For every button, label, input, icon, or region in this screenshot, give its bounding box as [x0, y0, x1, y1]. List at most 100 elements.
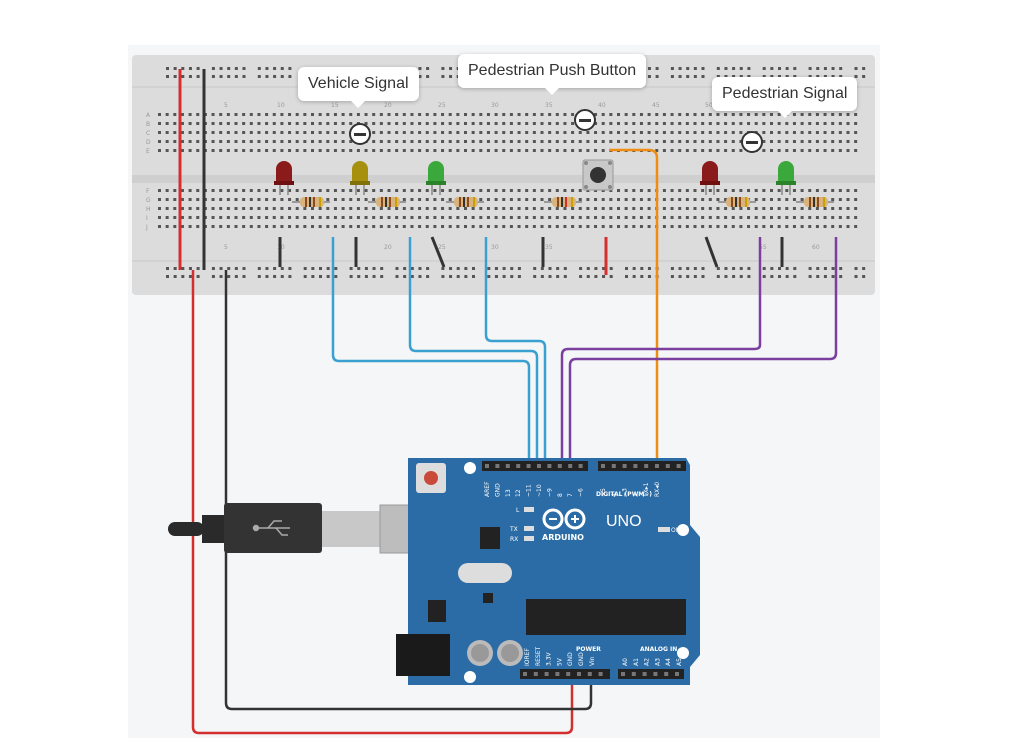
breadboard-hole — [624, 207, 628, 210]
purple-wire-pedestrian-green[interactable] — [568, 237, 838, 467]
breadboard-hole — [555, 113, 559, 116]
breadboard-hole — [563, 113, 567, 116]
blue-wire-vehicle-red[interactable] — [331, 237, 531, 467]
header-pin[interactable] — [555, 672, 560, 676]
breadboard-hole — [395, 207, 399, 210]
ground-jumper-5[interactable] — [704, 236, 719, 268]
breadboard-hole — [257, 275, 261, 278]
header-pin[interactable] — [526, 464, 531, 468]
header-pin[interactable] — [587, 672, 592, 676]
power-pin-label: 5V — [556, 657, 563, 666]
black-gnd-wire[interactable] — [224, 270, 593, 711]
breadboard-hole — [288, 189, 292, 192]
header-pin[interactable] — [601, 464, 605, 468]
resistor-1[interactable] — [292, 197, 330, 207]
vehicle-yellow-led[interactable] — [350, 161, 370, 195]
header-pin[interactable] — [568, 464, 573, 468]
header-pin[interactable] — [557, 464, 562, 468]
breadboard-hole — [295, 207, 299, 210]
power-pin-label: GND — [567, 652, 574, 666]
breadboard-hole — [196, 275, 200, 278]
breadboard-hole — [708, 225, 712, 228]
header-pin[interactable] — [578, 464, 583, 468]
header-pin[interactable] — [495, 464, 500, 468]
header-pin[interactable] — [523, 672, 527, 676]
vehicle-green-led[interactable] — [426, 161, 446, 195]
header-pin[interactable] — [676, 464, 681, 468]
breadboard-hole — [272, 131, 276, 134]
breadboard-hole — [380, 267, 384, 270]
header-pin[interactable] — [655, 464, 659, 468]
blue-wire-vehicle-green[interactable] — [484, 237, 547, 467]
breadboard-hole — [571, 131, 575, 134]
header-pin[interactable] — [544, 672, 549, 676]
header-pin[interactable] — [631, 672, 636, 676]
resistor-6[interactable] — [796, 197, 834, 207]
vehicle-red-led[interactable] — [274, 161, 294, 195]
header-pin[interactable] — [664, 672, 669, 676]
header-pin[interactable] — [621, 672, 625, 676]
header-pin[interactable] — [611, 464, 616, 468]
resistor-3[interactable] — [446, 197, 484, 207]
header-pin[interactable] — [577, 672, 581, 676]
breadboard-hole — [586, 198, 590, 201]
header-pin[interactable] — [485, 464, 489, 468]
header-pin[interactable] — [642, 672, 647, 676]
breadboard-hole — [800, 140, 804, 143]
breadboard-hole — [494, 198, 498, 201]
voltage-regulator — [428, 600, 446, 622]
header-pin[interactable] — [622, 464, 627, 468]
arduino-uno-board[interactable]: L TX RX ON ARDUINO UNO DIGITAL (PWM~) PO… — [396, 458, 700, 685]
reset-button-cap[interactable] — [424, 471, 438, 485]
breadboard-hole — [831, 207, 835, 210]
breadboard-hole — [739, 267, 743, 270]
purple-wire-pedestrian-red[interactable] — [560, 237, 762, 467]
breadboard-hole — [846, 198, 850, 201]
header-pin[interactable] — [653, 672, 658, 676]
breadboard-hole — [617, 113, 620, 116]
resistor-4[interactable] — [544, 197, 582, 207]
header-pin[interactable] — [665, 464, 670, 468]
breadboard-hole — [693, 275, 697, 278]
breadboard-hole — [747, 275, 751, 278]
header-pin[interactable] — [598, 672, 603, 676]
orange-wire-push-button[interactable] — [609, 148, 659, 467]
breadboard-hole — [701, 216, 705, 219]
breadboard-hole — [242, 267, 246, 270]
breadboard-hole — [838, 225, 842, 228]
breadboard-hole — [724, 207, 728, 210]
header-pin[interactable] — [566, 672, 571, 676]
breadboard-hole — [410, 225, 414, 228]
ground-jumper-3[interactable] — [430, 236, 446, 268]
breadboard-hole — [815, 216, 819, 219]
header-pin[interactable] — [644, 464, 649, 468]
vehicle-signal-pin-icon[interactable] — [349, 123, 371, 145]
pedestrian-signal-pin-icon[interactable] — [741, 131, 763, 153]
push-button[interactable] — [582, 159, 614, 191]
header-pin[interactable] — [516, 464, 521, 468]
breadboard-hole — [525, 140, 529, 143]
breadboard-hole — [471, 207, 475, 210]
header-pin[interactable] — [533, 672, 538, 676]
resistor-2[interactable] — [368, 197, 406, 207]
usb-icon — [252, 520, 290, 536]
breadboard-hole — [701, 113, 705, 116]
header-pin[interactable] — [547, 464, 552, 468]
breadboard-hole — [288, 122, 292, 125]
pedestrian-green-led[interactable] — [776, 161, 796, 195]
blue-wire-vehicle-yellow[interactable] — [408, 237, 539, 467]
header-pin[interactable] — [505, 464, 510, 468]
breadboard-hole — [632, 113, 636, 116]
breadboard-hole — [724, 113, 728, 116]
pedestrian-push-button-pin-icon[interactable] — [574, 109, 596, 131]
breadboard-hole — [188, 275, 192, 278]
breadboard-hole — [808, 225, 812, 228]
header-pin[interactable] — [633, 464, 638, 468]
red-5v-wire[interactable] — [191, 270, 574, 735]
header-pin[interactable] — [537, 464, 541, 468]
resistor-5[interactable] — [718, 197, 756, 207]
header-pin[interactable] — [675, 672, 679, 676]
pedestrian-red-led[interactable] — [700, 161, 720, 195]
breadboard-hole — [387, 131, 391, 134]
breadboard-hole — [823, 67, 827, 70]
